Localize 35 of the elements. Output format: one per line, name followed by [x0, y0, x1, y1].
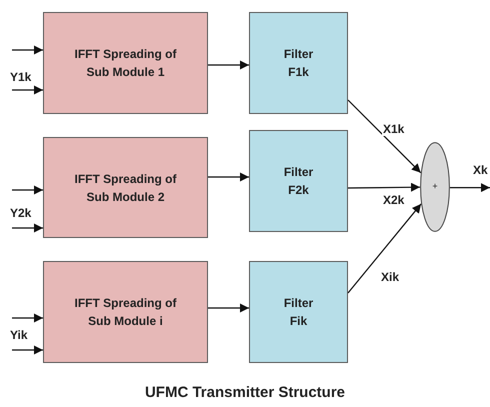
- arrow: [348, 182, 420, 192]
- node-label: IFFT Spreading of Sub Module 2: [74, 170, 178, 206]
- node-label: IFFT Spreading of Sub Module 1: [74, 46, 178, 81]
- process-box: [43, 261, 208, 363]
- edge-label: Xk: [472, 163, 489, 177]
- arrow: [12, 346, 43, 354]
- signal-label: Y2k: [10, 206, 32, 220]
- arrow: [208, 172, 249, 182]
- arrow: [12, 224, 43, 232]
- arrow: [348, 100, 422, 174]
- filter-box: [249, 261, 348, 363]
- node-label: Filter F1k: [282, 46, 314, 81]
- arrow: [208, 60, 249, 70]
- node-label: IFFT Spreading of Sub Module i: [74, 295, 178, 330]
- arrow: [348, 204, 422, 294]
- edge-label: X2k: [382, 193, 406, 207]
- arrow: [12, 314, 43, 322]
- edge-label: X1k: [382, 122, 406, 136]
- summing-junction: [420, 142, 450, 232]
- caption: UFMC Transmitter Structure: [144, 384, 346, 401]
- node-label: Filter Fik: [282, 295, 314, 330]
- node-label: +: [431, 180, 439, 194]
- node-label: Filter F2k: [282, 164, 314, 199]
- process-box: [43, 137, 208, 238]
- signal-label: Y1k: [10, 70, 32, 84]
- filter-box: [249, 12, 348, 114]
- signal-label: Yik: [10, 328, 28, 342]
- arrow: [12, 186, 43, 194]
- process-box: [43, 12, 208, 114]
- arrow: [12, 86, 43, 94]
- filter-box: [249, 130, 348, 232]
- arrow: [12, 46, 43, 54]
- arrow: [450, 183, 490, 192]
- arrow: [208, 304, 249, 312]
- edge-label: Xik: [380, 270, 400, 284]
